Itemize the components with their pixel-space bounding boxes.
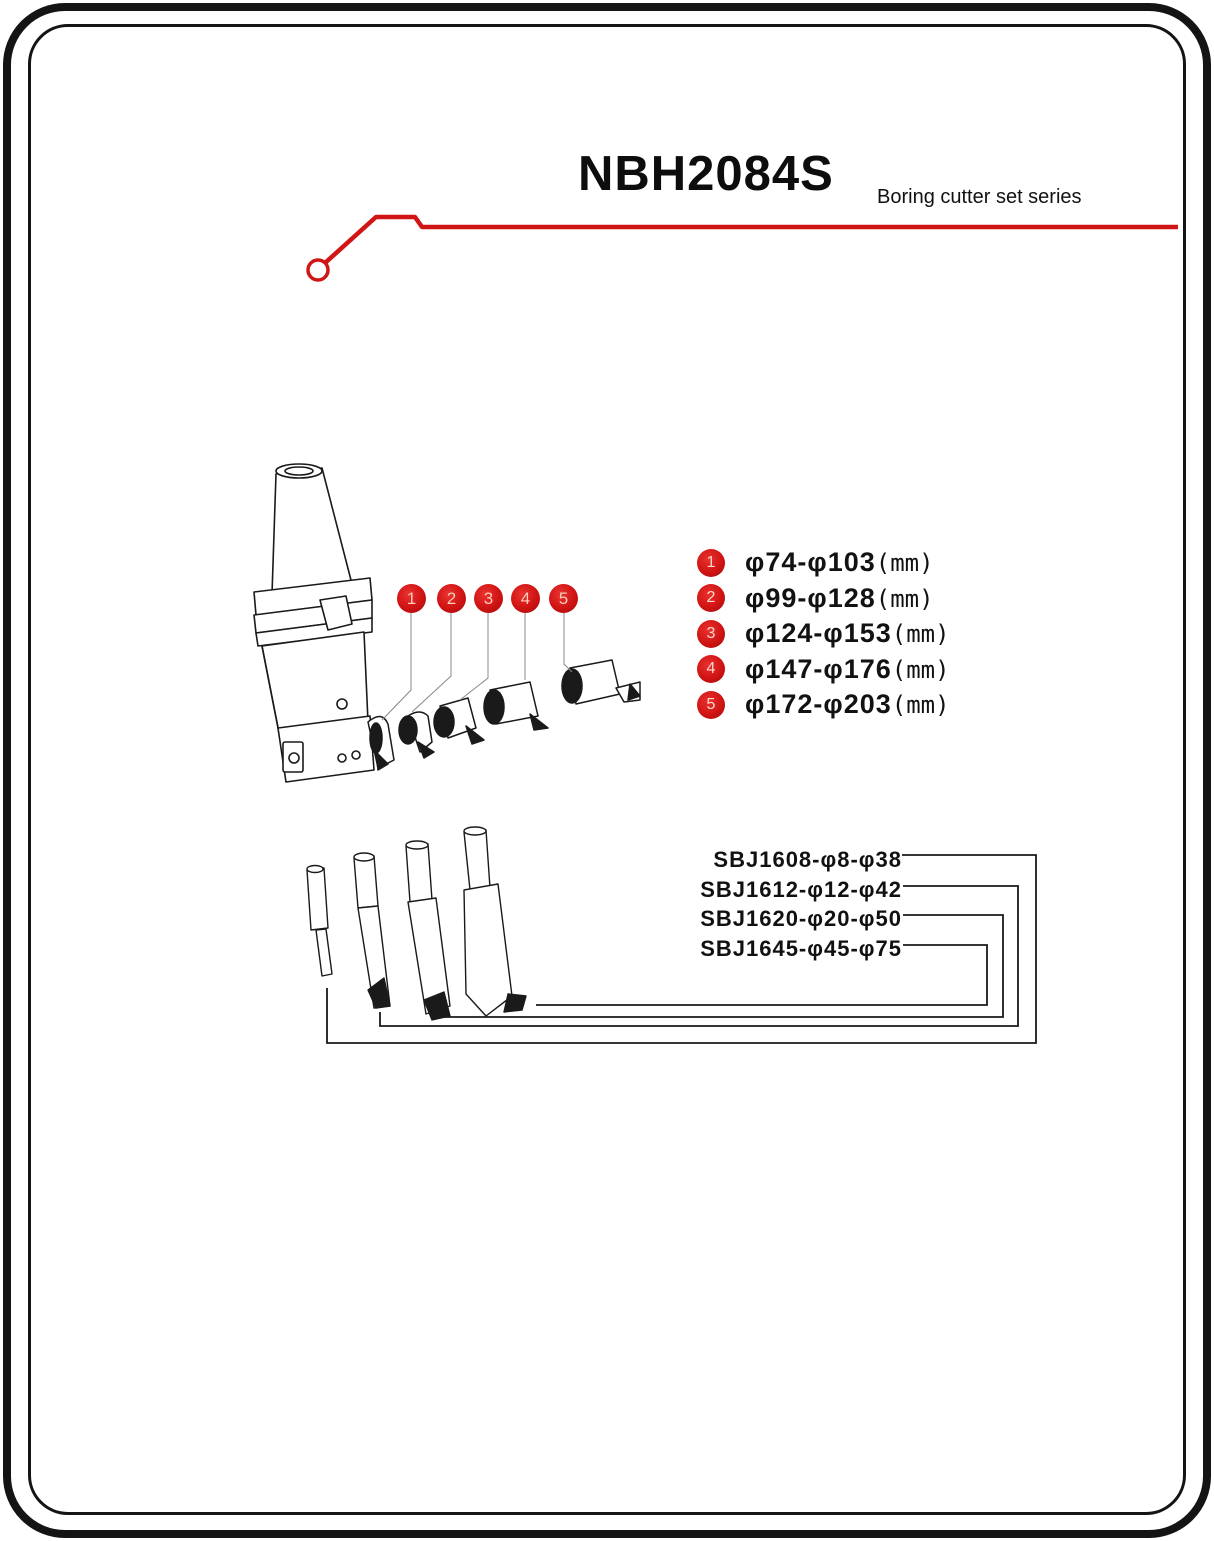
boring-bar-label-1612: SBJ1612-φ12-φ42: [700, 876, 902, 902]
range-value: φ99-φ128(mm): [745, 582, 934, 613]
range-item-4: 4 φ147-φ176(mm): [697, 652, 950, 688]
number-badge: 5: [697, 690, 725, 719]
outer-border-frame: [3, 3, 1211, 1538]
cartridge-callout-3: 3: [474, 584, 503, 613]
tool-holder-illustration: [253, 463, 1037, 1044]
range-value: φ172-φ203(mm): [745, 689, 950, 720]
range-value: φ124-φ153(mm): [745, 618, 950, 649]
boring-bar-list: SBJ1608-φ8-φ38 SBJ1612-φ12-φ42 SBJ1620-φ…: [700, 845, 902, 964]
range-item-2: 2 φ99-φ128(mm): [697, 581, 950, 617]
range-item-3: 3 φ124-φ153(mm): [697, 616, 950, 652]
cartridge-callout-5: 5: [549, 584, 578, 613]
boring-bar-label-1645: SBJ1645-φ45-φ75: [700, 936, 902, 962]
number-badge: 3: [697, 619, 725, 648]
product-subtitle: Boring cutter set series: [877, 186, 1082, 208]
cartridge-callout-1: 1: [397, 584, 426, 613]
product-title: NBH2084S: [578, 147, 834, 201]
header-accent-line: [306, 214, 1178, 282]
range-item-1: 1 φ74-φ103(mm): [697, 545, 950, 581]
cartridge-callout-2: 2: [437, 584, 466, 613]
boring-bar-label-1608: SBJ1608-φ8-φ38: [713, 847, 902, 872]
number-badge: 4: [697, 655, 725, 684]
inner-border-frame: [28, 24, 1186, 1515]
number-badge: 1: [697, 548, 725, 577]
cartridge-callout-4: 4: [511, 584, 540, 613]
range-value: φ74-φ103(mm): [745, 547, 934, 578]
range-value: φ147-φ176(mm): [745, 653, 950, 684]
number-badge: 2: [697, 584, 725, 613]
boring-bar-label-1620: SBJ1620-φ20-φ50: [700, 906, 902, 932]
range-item-5: 5 φ172-φ203(mm): [697, 687, 950, 723]
diameter-range-list: 1 φ74-φ103(mm) 2 φ99-φ128(mm) 3 φ124-φ15…: [697, 545, 950, 723]
